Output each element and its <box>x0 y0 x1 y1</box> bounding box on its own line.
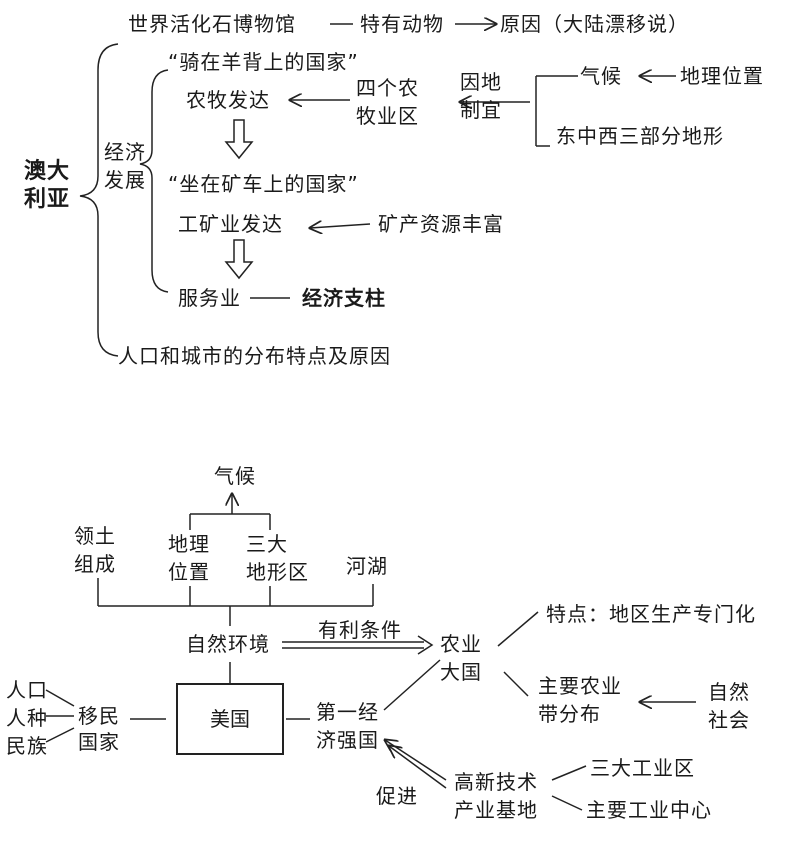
economy-label-line2: 发展 <box>104 168 146 192</box>
agri-belts-line2: 带分布 <box>538 702 601 726</box>
pop-item-race: 人种 <box>6 706 48 730</box>
hitech-line2: 产业基地 <box>454 798 538 822</box>
economy-label-line1: 经济 <box>104 140 146 164</box>
australia-title-line2: 利亚 <box>24 187 71 212</box>
environment-text: 自然环境 <box>186 632 270 656</box>
climate-text: 气候 <box>580 64 622 88</box>
usa-climate-text: 气候 <box>214 464 256 488</box>
hitech-line1: 高新技术 <box>454 770 538 794</box>
feature-text: 特点：地区生产专门化 <box>546 602 756 626</box>
pillar-text: 经济支柱 <box>302 286 386 310</box>
immigrant-line1: 移民 <box>78 704 120 728</box>
mineral-rich-text: 矿产资源丰富 <box>378 212 504 236</box>
geo-location-line2: 位置 <box>168 560 210 584</box>
territory-line1: 领土 <box>74 524 116 548</box>
agri-dev-text: 农牧发达 <box>186 88 270 112</box>
usa-center-label: 美国 <box>210 707 250 731</box>
museum-text: 世界活化石博物馆 <box>128 12 296 36</box>
nat-soc-line2: 社会 <box>708 708 750 732</box>
usa-center-box: 美国 <box>176 683 284 755</box>
animals-text: 特有动物 <box>360 12 444 36</box>
four-zones-line1: 四个农 <box>356 76 419 100</box>
terrain-text: 东中西三部分地形 <box>556 124 724 148</box>
landforms-line2: 地形区 <box>246 560 309 584</box>
agri-power-line2: 大国 <box>440 660 482 684</box>
territory-line2: 组成 <box>74 552 116 576</box>
industrial-zones-text: 三大工业区 <box>590 756 695 780</box>
adapt-line1: 因地 <box>460 70 502 94</box>
pop-item-ethnicity: 民族 <box>6 734 48 758</box>
population-text: 人口和城市的分布特点及原因 <box>118 344 391 368</box>
agri-belts-line1: 主要农业 <box>538 674 622 698</box>
favorable-text: 有利条件 <box>318 618 402 642</box>
continental-drift-text: 原因（大陆漂移说） <box>500 12 689 36</box>
mining-dev-text: 工矿业发达 <box>178 212 283 236</box>
nat-soc-line1: 自然 <box>708 680 750 704</box>
adapt-line2: 制宜 <box>460 98 502 122</box>
econ-power-line1: 第一经 <box>316 700 379 724</box>
australia-title-line1: 澳大 <box>24 159 71 184</box>
mine-nation-text: “坐在矿车上的国家” <box>168 172 359 196</box>
immigrant-line2: 国家 <box>78 730 120 754</box>
location-text: 地理位置 <box>680 64 764 88</box>
promote-text: 促进 <box>376 784 418 808</box>
industrial-centers-text: 主要工业中心 <box>586 798 712 822</box>
agri-power-line1: 农业 <box>440 632 482 656</box>
rivers-text: 河湖 <box>346 554 388 578</box>
sheep-nation-text: “骑在羊背上的国家” <box>168 50 359 74</box>
pop-item-population: 人口 <box>6 678 48 702</box>
geo-location-line1: 地理 <box>168 532 210 556</box>
services-text: 服务业 <box>178 286 241 310</box>
econ-power-line2: 济强国 <box>316 728 379 752</box>
landforms-line1: 三大 <box>246 532 288 556</box>
four-zones-line2: 牧业区 <box>356 104 419 128</box>
